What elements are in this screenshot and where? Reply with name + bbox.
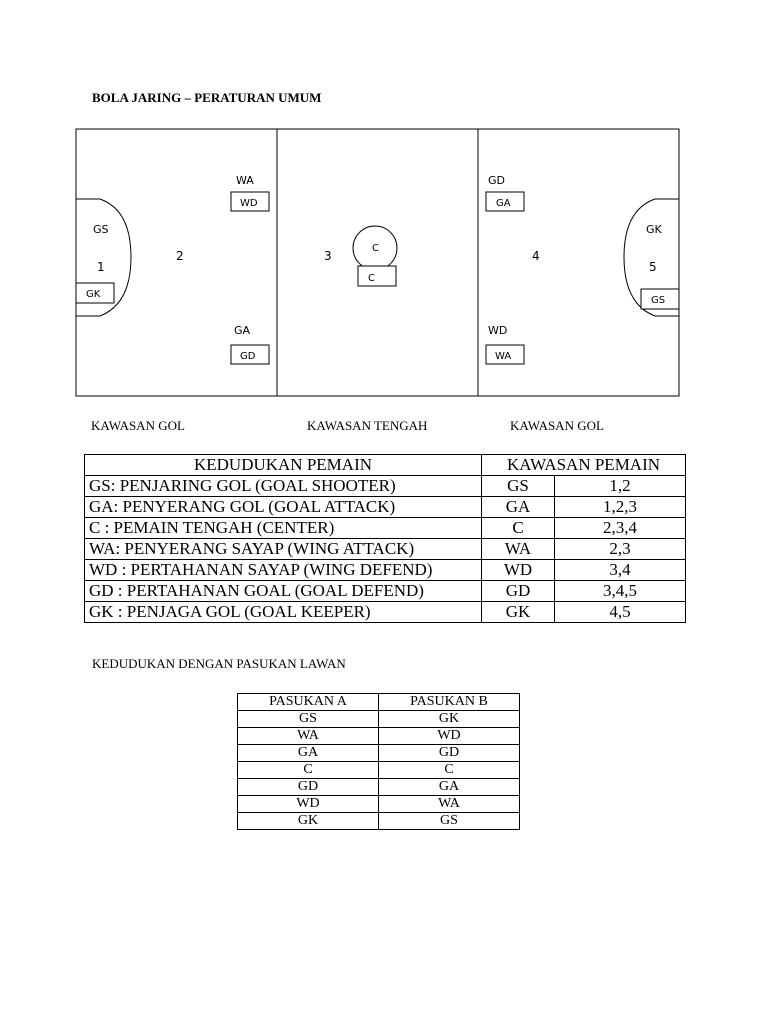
center-box-label: C (368, 273, 375, 284)
left-top-box-label: WD (240, 198, 258, 209)
team-a-position: GD (237, 778, 379, 796)
left-bottom-box (230, 344, 270, 365)
position-code: GD (481, 580, 555, 602)
team-b-position: GS (378, 812, 520, 830)
header-team-b: PASUKAN B (378, 693, 520, 711)
opponent-table-header: PASUKAN A PASUKAN B (237, 693, 520, 711)
zone-number-4: 4 (532, 249, 540, 263)
position-areas: 2,3,4 (554, 517, 686, 539)
team-b-position: GK (378, 710, 520, 728)
table-row: GK GS (237, 812, 520, 830)
position-code: GS (481, 475, 555, 497)
positions-table: KEDUDUKAN PEMAIN KAWASAN PEMAIN GS: PENJ… (84, 454, 686, 623)
position-code: WA (481, 538, 555, 560)
left-circle-box (75, 282, 115, 304)
position-code: WD (481, 559, 555, 581)
table-row: GA GD (237, 744, 520, 762)
table-row: C : PEMAIN TENGAH (CENTER) C 2,3,4 (84, 517, 686, 539)
left-goal-circle (76, 198, 132, 317)
table-row: GS GK (237, 710, 520, 728)
netball-court-diagram: GS 1 GK 2 3 4 WA WD GA GD C C GD GA WD W… (75, 128, 680, 397)
position-areas: 3,4 (554, 559, 686, 581)
left-bottom-box-label: GD (240, 351, 256, 362)
position-code: GA (481, 496, 555, 518)
position-areas: 4,5 (554, 601, 686, 623)
center-box (357, 265, 397, 287)
header-team-a: PASUKAN A (237, 693, 379, 711)
header-position: KEDUDUKAN PEMAIN (84, 454, 482, 476)
right-bottom-box (485, 344, 525, 365)
opponent-table: PASUKAN A PASUKAN B GS GK WA WD GA GD C … (237, 693, 520, 830)
position-name: WD : PERTAHANAN SAYAP (WING DEFEND) (84, 559, 482, 581)
table-row: WA WD (237, 727, 520, 745)
left-bottom-label: GA (234, 324, 251, 337)
zone-number-3: 3 (324, 249, 332, 263)
right-circle-box-label: GS (651, 295, 665, 306)
team-a-position: WD (237, 795, 379, 813)
team-a-position: WA (237, 727, 379, 745)
table-row: GD GA (237, 778, 520, 796)
right-circle-label: GK (646, 223, 663, 236)
team-b-position: C (378, 761, 520, 779)
table-row: WD WA (237, 795, 520, 813)
right-top-box-label: GA (496, 198, 511, 209)
zone-number-2: 2 (176, 249, 184, 263)
left-top-box (230, 191, 270, 212)
table-row: C C (237, 761, 520, 779)
opponent-heading: KEDUDUKAN DENGAN PASUKAN LAWAN (92, 656, 346, 671)
zone-label-center: KAWASAN TENGAH (307, 418, 428, 433)
center-circle-label: C (372, 243, 379, 254)
position-name: GK : PENJAGA GOL (GOAL KEEPER) (84, 601, 482, 623)
table-row: GK : PENJAGA GOL (GOAL KEEPER) GK 4,5 (84, 601, 686, 623)
left-circle-number: 1 (97, 260, 105, 274)
position-name: C : PEMAIN TENGAH (CENTER) (84, 517, 482, 539)
team-a-position: C (237, 761, 379, 779)
zone-label-right: KAWASAN GOL (510, 418, 604, 433)
position-name: GD : PERTAHANAN GOAL (GOAL DEFEND) (84, 580, 482, 602)
team-a-position: GA (237, 744, 379, 762)
position-code: C (481, 517, 555, 539)
position-areas: 2,3 (554, 538, 686, 560)
team-b-position: GA (378, 778, 520, 796)
left-circle-box-label: GK (86, 289, 101, 300)
team-a-position: GK (237, 812, 379, 830)
right-bottom-label: WD (488, 324, 507, 337)
left-circle-label: GS (93, 223, 109, 236)
positions-table-header: KEDUDUKAN PEMAIN KAWASAN PEMAIN (84, 454, 686, 476)
position-areas: 1,2 (554, 475, 686, 497)
court-outline (75, 128, 680, 397)
position-areas: 1,2,3 (554, 496, 686, 518)
team-b-position: WD (378, 727, 520, 745)
right-circle-number: 5 (649, 260, 657, 274)
position-areas: 3,4,5 (554, 580, 686, 602)
header-area: KAWASAN PEMAIN (481, 454, 686, 476)
right-top-label: GD (488, 174, 505, 187)
page-title: BOLA JARING – PERATURAN UMUM (92, 90, 322, 105)
table-row: WA: PENYERANG SAYAP (WING ATTACK) WA 2,3 (84, 538, 686, 560)
left-top-label: WA (236, 174, 254, 187)
table-row: GA: PENYERANG GOL (GOAL ATTACK) GA 1,2,3 (84, 496, 686, 518)
position-code: GK (481, 601, 555, 623)
right-bottom-box-label: WA (495, 351, 511, 362)
team-b-position: WA (378, 795, 520, 813)
zone-label-left: KAWASAN GOL (91, 418, 185, 433)
table-row: GD : PERTAHANAN GOAL (GOAL DEFEND) GD 3,… (84, 580, 686, 602)
table-row: GS: PENJARING GOL (GOAL SHOOTER) GS 1,2 (84, 475, 686, 497)
team-a-position: GS (237, 710, 379, 728)
team-b-position: GD (378, 744, 520, 762)
right-top-box (485, 191, 525, 212)
right-circle-box (640, 288, 680, 310)
table-row: WD : PERTAHANAN SAYAP (WING DEFEND) WD 3… (84, 559, 686, 581)
position-name: GA: PENYERANG GOL (GOAL ATTACK) (84, 496, 482, 518)
position-name: GS: PENJARING GOL (GOAL SHOOTER) (84, 475, 482, 497)
position-name: WA: PENYERANG SAYAP (WING ATTACK) (84, 538, 482, 560)
